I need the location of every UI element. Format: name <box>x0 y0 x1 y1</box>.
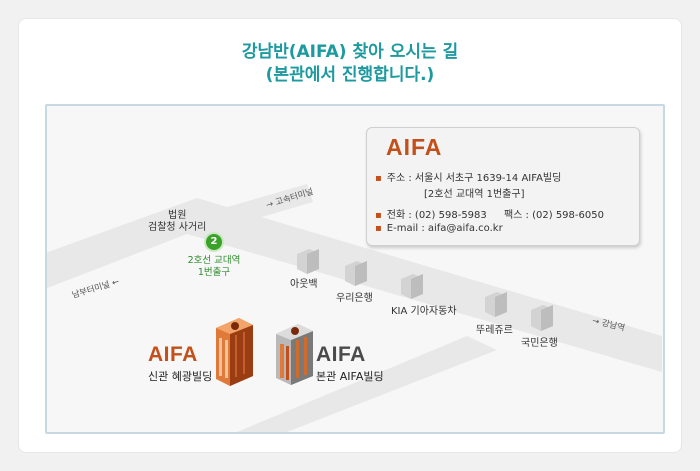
annex-name: 신관 혜광빌딩 <box>148 370 213 383</box>
phone-label: 전화 : <box>386 210 412 221</box>
phone-value: (02) 598-5983 <box>414 210 487 221</box>
contact-info-box: AIFA ▪ 주소 : 서울시 서초구 1639-14 AIFA빌딩 [2호선 교… <box>366 127 640 246</box>
arrow-right-icon: → <box>264 199 275 211</box>
address-line2: [2호선 교대역 1번출구] <box>424 189 525 200</box>
email-label: E-mail : <box>386 223 425 234</box>
lower-road <box>237 336 497 432</box>
page-title: 강남반(AIFA) 찾아 오시는 길 <box>241 42 459 62</box>
station-name: 2호선 교대역 <box>187 255 241 266</box>
main-building-name: 본관 AIFA빌딩 <box>316 370 384 383</box>
line2-station-badge: 2 <box>206 234 222 250</box>
location-map: 법원 검찰청 사거리 2 2호선 교대역 1번출구 → 고속터미널 남부터미널 … <box>45 104 665 434</box>
map-roads <box>47 184 662 432</box>
landmark-woori-bank: 우리은행 <box>336 293 373 304</box>
main-brand: AIFA <box>316 343 366 366</box>
page-subtitle: (본관에서 진행합니다.) <box>265 65 435 85</box>
landmark-blocks <box>297 249 553 331</box>
landmark-kookmin-bank: 국민은행 <box>521 338 558 349</box>
intersection-label-2: 검찰청 사거리 <box>148 222 207 233</box>
address-label: 주소 : <box>386 173 412 184</box>
fax-label: 팩스 : <box>503 210 529 221</box>
fax-value: (02) 598-6050 <box>532 210 604 221</box>
annex-brand: AIFA <box>148 343 198 366</box>
annex-building <box>216 318 253 386</box>
bullet-icon: ▪ <box>375 173 382 184</box>
landmark-outback: 아웃백 <box>290 279 318 290</box>
bullet-icon: ▪ <box>375 210 382 221</box>
station-exit-label: 2호선 교대역 1번출구 <box>186 255 242 279</box>
email-row: ▪ E-mail : aifa@aifa.co.kr <box>375 223 503 234</box>
intersection-label-1: 법원 <box>168 210 187 221</box>
road-express-terminal <box>175 184 313 236</box>
landmark-kia: KIA 기아자동차 <box>391 306 457 317</box>
phone-fax-row: ▪ 전화 : (02) 598-5983 팩스 : (02) 598-6050 <box>375 206 604 221</box>
station-exit: 1번출구 <box>197 267 231 278</box>
address-line1: 서울시 서초구 1639-14 AIFA빌딩 <box>414 173 562 184</box>
email-value[interactable]: aifa@aifa.co.kr <box>427 223 503 234</box>
arrow-right-icon: → <box>591 316 601 328</box>
bullet-icon: ▪ <box>375 223 382 234</box>
main-aifa-building <box>276 324 313 385</box>
address-row: ▪ 주소 : 서울시 서초구 1639-14 AIFA빌딩 <box>375 169 561 184</box>
info-brand: AIFA <box>386 134 443 160</box>
landmark-tous-les-jours: 뚜레쥬르 <box>476 325 513 336</box>
